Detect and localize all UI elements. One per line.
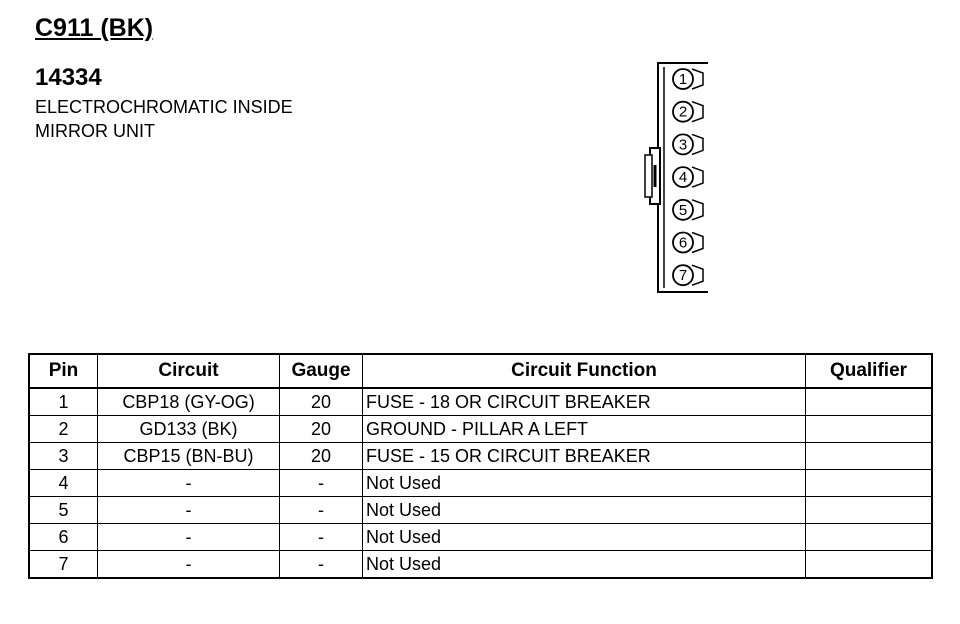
cell-pin: 7: [28, 550, 98, 579]
cell-gauge: -: [279, 550, 363, 579]
header-gauge: Gauge: [279, 353, 363, 389]
part-number: 14334: [35, 64, 102, 91]
cell-circuit: CBP18 (GY-OG): [97, 387, 280, 416]
header-qualifier: Qualifier: [805, 353, 933, 389]
cell-function: FUSE - 15 OR CIRCUIT BREAKER: [362, 442, 806, 470]
cell-circuit: GD133 (BK): [97, 415, 280, 443]
cell-circuit: CBP15 (BN-BU): [97, 442, 280, 470]
pin-cavity-notch: [691, 100, 704, 123]
cell-function: Not Used: [362, 469, 806, 497]
pin-cavity-notch: [691, 133, 704, 156]
cell-function: Not Used: [362, 523, 806, 551]
cell-pin: 1: [28, 387, 98, 416]
table-row: 6 - - Not Used: [28, 523, 933, 551]
connector-id: C911 (BK): [35, 14, 154, 42]
cell-pin: 2: [28, 415, 98, 443]
cell-qualifier: [805, 415, 933, 443]
cell-pin: 6: [28, 523, 98, 551]
cell-qualifier: [805, 469, 933, 497]
pin-group: 1 2 3 4 5 6 7: [672, 68, 704, 287]
pin-number-label: 5: [679, 202, 687, 219]
pin-number-label: 7: [679, 267, 687, 284]
part-description-line-1: ELECTROCHROMATIC INSIDE: [35, 97, 293, 117]
table-row: 2 GD133 (BK) 20 GROUND - PILLAR A LEFT: [28, 415, 933, 443]
table-row: 4 - - Not Used: [28, 469, 933, 497]
pin-number-label: 2: [679, 104, 687, 121]
table-row: 7 - - Not Used: [28, 550, 933, 579]
cell-function: GROUND - PILLAR A LEFT: [362, 415, 806, 443]
cell-circuit: -: [97, 469, 280, 497]
pin-number-label: 3: [679, 136, 687, 153]
cell-gauge: 20: [279, 415, 363, 443]
header-circuit: Circuit: [97, 353, 280, 389]
header-circuit-function: Circuit Function: [362, 353, 806, 389]
pin-cavity-notch: [691, 231, 704, 254]
header-pin: Pin: [28, 353, 98, 389]
cell-circuit: -: [97, 523, 280, 551]
cell-pin: 4: [28, 469, 98, 497]
pin-cavity-3: [672, 133, 694, 156]
cell-gauge: -: [279, 523, 363, 551]
pin-table: Pin Circuit Gauge Circuit Function Quali…: [28, 353, 933, 579]
table-row: 5 - - Not Used: [28, 496, 933, 524]
pin-number-label: 4: [679, 169, 687, 186]
part-description: ELECTROCHROMATIC INSIDE MIRROR UNIT: [35, 95, 293, 143]
cell-qualifier: [805, 550, 933, 579]
cell-qualifier: [805, 523, 933, 551]
pin-cavity-notch: [691, 68, 704, 90]
pin-cavity-2: [672, 100, 694, 123]
table-row: 3 CBP15 (BN-BU) 20 FUSE - 15 OR CIRCUIT …: [28, 442, 933, 470]
pin-cavity-4: [672, 166, 694, 188]
pin-number-label: 1: [679, 71, 687, 88]
cell-function: Not Used: [362, 496, 806, 524]
cell-function: FUSE - 18 OR CIRCUIT BREAKER: [362, 387, 806, 416]
pin-cavity-6: [672, 231, 694, 254]
cell-pin: 5: [28, 496, 98, 524]
pin-cavity-1: [672, 68, 694, 90]
connector-face-diagram: 1 2 3 4 5 6 7: [644, 62, 708, 293]
part-description-line-2: MIRROR UNIT: [35, 121, 155, 141]
pin-cavity-notch: [691, 166, 704, 188]
cell-circuit: -: [97, 496, 280, 524]
cell-function: Not Used: [362, 550, 806, 579]
pin-cavity-7: [672, 264, 694, 287]
table-row: 1 CBP18 (GY-OG) 20 FUSE - 18 OR CIRCUIT …: [28, 387, 933, 416]
cell-qualifier: [805, 442, 933, 470]
pin-cavity-notch: [691, 199, 704, 221]
cell-gauge: -: [279, 496, 363, 524]
cell-pin: 3: [28, 442, 98, 470]
cell-qualifier: [805, 496, 933, 524]
pin-number-label: 6: [679, 235, 687, 252]
locking-tab-inner: [644, 154, 653, 198]
cell-gauge: 20: [279, 442, 363, 470]
cell-circuit: -: [97, 550, 280, 579]
table-header-row: Pin Circuit Gauge Circuit Function Quali…: [28, 353, 933, 389]
pin-cavity-5: [672, 198, 694, 221]
pin-cavity-notch: [691, 264, 704, 286]
cell-qualifier: [805, 387, 933, 416]
cell-gauge: -: [279, 469, 363, 497]
cell-gauge: 20: [279, 387, 363, 416]
